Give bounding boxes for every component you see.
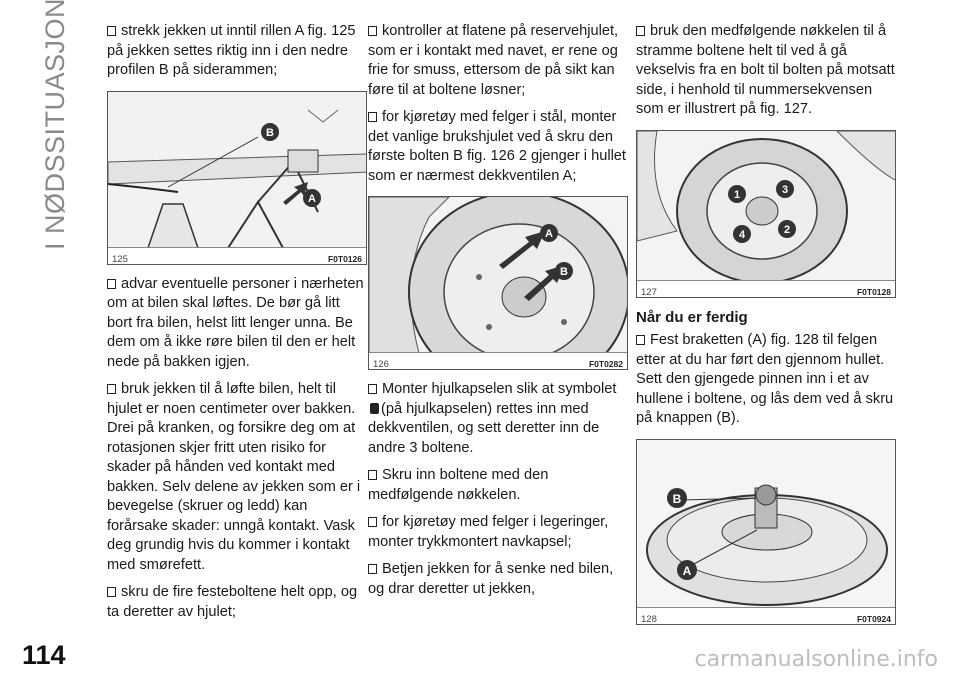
- paragraph: bruk jekken til å løfte bilen, helt til …: [107, 381, 361, 573]
- watermark: carmanualsonline.info: [694, 647, 938, 672]
- callout-label: B: [673, 492, 682, 506]
- paragraph: Fest braketten (A) fig. 128 til felgen e…: [636, 332, 894, 426]
- paragraph: Skru inn boltene med den medfølgende nøk…: [368, 467, 549, 503]
- wheel-mounting-illustration: A B: [369, 197, 627, 353]
- page-number: 114: [22, 640, 66, 670]
- callout-a-marker: [540, 224, 558, 242]
- bolt-number-label: 4: [739, 229, 746, 241]
- bullet-icon: [107, 26, 116, 36]
- bullet-icon: [368, 470, 377, 480]
- callout-b-marker: [555, 262, 573, 280]
- paragraph: for kjøretøy med felger i stål, monter d…: [368, 109, 626, 184]
- section-heading: Når du er ferdig: [636, 308, 748, 326]
- jack-illustration: B A: [108, 91, 366, 248]
- paragraph: Betjen jekken for å senke ned bilen, og …: [368, 561, 614, 597]
- paragraph: strekk jekken ut inntil rillen A fig. 12…: [107, 23, 356, 78]
- callout-b-marker: [667, 487, 687, 508]
- callout-label: A: [683, 564, 692, 578]
- callout-label: A: [545, 228, 553, 240]
- paragraph: advar eventuelle personer i nærheten om …: [107, 275, 364, 370]
- column-3: bruk den medfølgende nøkkelen til å stra…: [636, 22, 896, 635]
- bolt-number-label: 2: [784, 224, 790, 236]
- column-2: kontroller at flatene på reservehjulet, …: [368, 22, 628, 607]
- column-1: strekk jekken ut inntil rillen A fig. 12…: [107, 22, 367, 630]
- bullet-icon: [107, 278, 116, 289]
- paragraph: kontroller at flatene på reservehjulet, …: [368, 23, 619, 98]
- bullet-icon: [368, 564, 377, 574]
- bullet-icon: [368, 517, 377, 527]
- paragraph: skru de fire festeboltene helt opp, og t…: [107, 584, 358, 620]
- bullet-icon: [636, 335, 645, 345]
- paragraph: for kjøretøy med felger i legeringer, mo…: [368, 514, 609, 550]
- paragraph: bruk den medfølgende nøkkelen til å stra…: [636, 23, 895, 117]
- hubcap-symbol-icon: [370, 402, 379, 414]
- callout-a-marker: [677, 559, 697, 580]
- bullet-icon: [636, 26, 645, 36]
- callout-label: B: [560, 266, 568, 278]
- bullet-icon: [368, 112, 377, 122]
- bolt-sequence-illustration: 1 3 4 2: [637, 130, 895, 281]
- callout-label: B: [266, 127, 274, 139]
- bolt-number-label: 1: [734, 189, 740, 201]
- bullet-icon: [107, 587, 116, 597]
- bullet-icon: [368, 26, 377, 36]
- spare-wheel-bracket-illustration: B A: [637, 439, 895, 608]
- bullet-icon: [368, 384, 377, 394]
- paragraph: Monter hjulkapselen slik at symbolet(på …: [368, 381, 617, 456]
- callout-a-marker: [303, 188, 321, 207]
- bolt-number-label: 3: [782, 184, 788, 196]
- callout-b-marker: [261, 122, 279, 141]
- callout-label: A: [308, 193, 316, 205]
- bullet-icon: [107, 384, 116, 394]
